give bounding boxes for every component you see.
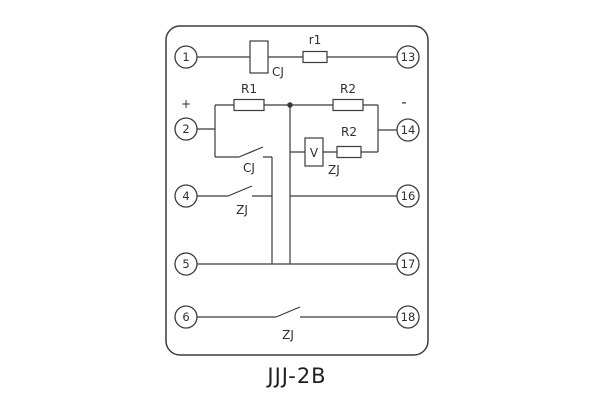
R1-resistor xyxy=(233,98,265,112)
terminal-2: 2 xyxy=(174,117,198,141)
wire-operating-loop xyxy=(197,104,397,157)
minus-sign: - xyxy=(401,93,406,111)
terminal-4: 4 xyxy=(174,184,198,208)
junction-dot xyxy=(287,102,293,108)
terminal-14: 14 xyxy=(396,118,420,142)
terminals: 1 2 4 5 6 13 1 xyxy=(174,45,420,329)
relay-case-outline xyxy=(165,25,429,356)
terminal-18-circle xyxy=(396,305,420,329)
R2-mid-resistor xyxy=(336,145,362,159)
R2-mid-label: R2 xyxy=(341,125,357,139)
v-element-label: V xyxy=(310,146,319,160)
plus-sign: + xyxy=(181,97,191,111)
terminal-16-number: 16 xyxy=(401,189,416,203)
terminal-13-number: 13 xyxy=(401,50,416,64)
terminal-17: 17 xyxy=(396,252,420,276)
terminal-16-circle xyxy=(396,184,420,208)
terminal-5-circle xyxy=(174,252,198,276)
terminal-18-number: 18 xyxy=(401,310,416,324)
terminal-2-number: 2 xyxy=(182,122,189,136)
terminal-14-number: 14 xyxy=(401,123,416,137)
zj-contact-4-label: ZJ xyxy=(236,203,248,217)
terminal-1: 1 xyxy=(174,45,198,69)
terminal-2-circle xyxy=(174,117,198,141)
components xyxy=(233,40,364,167)
R1-label: R1 xyxy=(241,82,257,96)
terminal-16: 16 xyxy=(396,184,420,208)
r1-resistor xyxy=(302,50,328,64)
terminal-13: 13 xyxy=(396,45,420,69)
terminal-1-circle xyxy=(174,45,198,69)
wire-row6 xyxy=(197,306,397,318)
terminal-1-number: 1 xyxy=(182,50,189,64)
terminal-13-circle xyxy=(396,45,420,69)
terminal-17-circle xyxy=(396,252,420,276)
terminal-6: 6 xyxy=(174,305,198,329)
terminal-14-circle xyxy=(396,118,420,142)
zj-mid-label: ZJ xyxy=(328,163,340,177)
terminal-17-number: 17 xyxy=(401,257,416,271)
v-element-box xyxy=(304,137,324,167)
terminal-4-number: 4 xyxy=(182,189,189,203)
r1-label: r1 xyxy=(309,33,322,47)
terminal-6-number: 6 xyxy=(182,310,189,324)
cj-contact-label: CJ xyxy=(243,161,255,175)
wire-row4-left xyxy=(197,185,272,197)
R2-top-label: R2 xyxy=(340,82,356,96)
terminal-5: 5 xyxy=(174,252,198,276)
cj-coil-box xyxy=(249,40,269,74)
R2-top-resistor xyxy=(332,98,364,112)
terminal-5-number: 5 xyxy=(182,257,189,271)
terminal-4-circle xyxy=(174,184,198,208)
zj-contact-6-label: ZJ xyxy=(282,328,294,342)
cj-coil-label: CJ xyxy=(272,65,284,79)
wires xyxy=(197,56,397,318)
terminal-18: 18 xyxy=(396,305,420,329)
terminal-6-circle xyxy=(174,305,198,329)
labels: + - CJ r1 R1 R2 R2 V ZJ CJ ZJ ZJ xyxy=(181,33,407,342)
wire-cj-contact xyxy=(215,146,272,158)
model-title: JJJ-2B xyxy=(265,364,326,388)
